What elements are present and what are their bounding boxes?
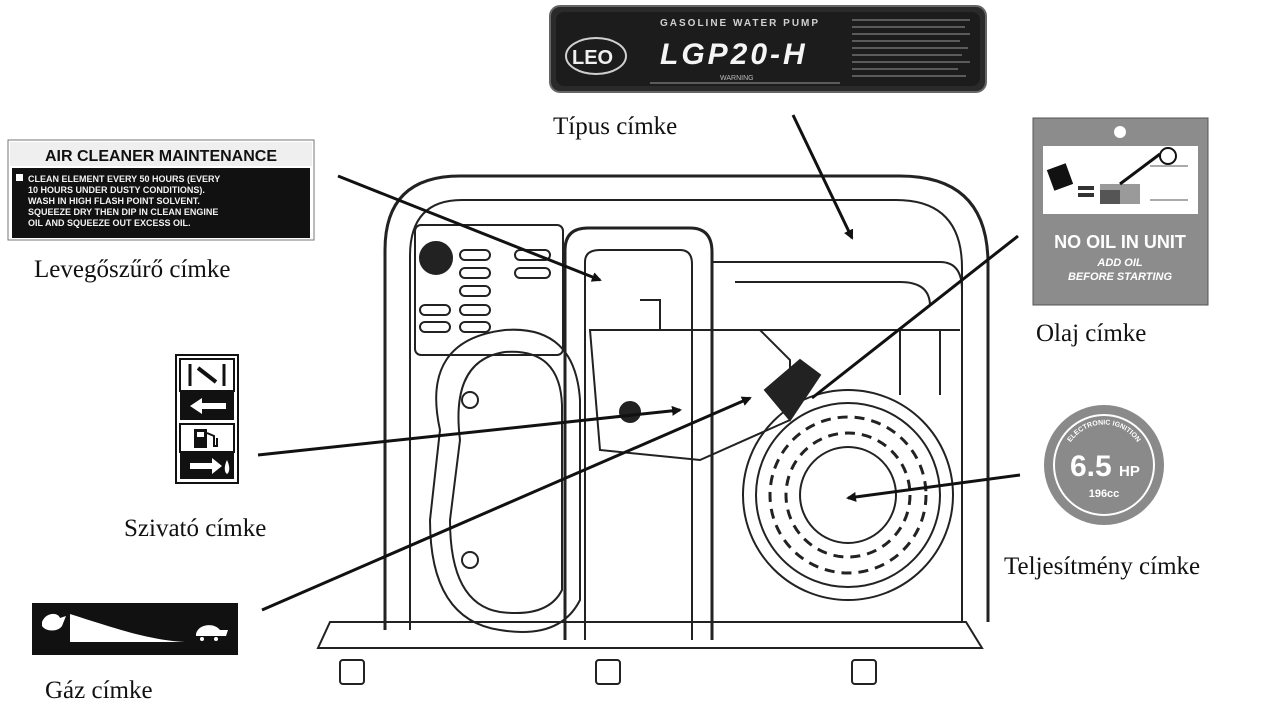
throttle-label — [32, 603, 238, 655]
power-value: 6.5 — [1070, 450, 1112, 483]
type-plate-heading: GASOLINE WATER PUMP — [660, 18, 820, 29]
type-plate-brand: LEO — [572, 47, 613, 69]
oil-label: NO OIL IN UNIT ADD OIL BEFORE STARTING — [1032, 117, 1209, 306]
bullet-square-icon — [16, 174, 23, 181]
oil-can-icon — [1046, 163, 1094, 197]
power-label: ELECTRONIC IGNITION 6.5 HP 196cc — [1044, 405, 1164, 525]
choke-label — [175, 354, 239, 484]
arrow-oil — [811, 234, 1019, 400]
arrow-power — [846, 473, 1021, 502]
caption-tipus: Típus címke — [553, 113, 678, 140]
air-cleaner-line-2: 10 HOURS UNDER DUSTY CONDITIONS). — [28, 185, 205, 195]
type-plate-fine-print — [650, 19, 970, 84]
fuel-drop-icon — [224, 460, 230, 474]
dipstick-icon — [1100, 147, 1188, 204]
air-cleaner-title: AIR CLEANER MAINTENANCE — [45, 148, 277, 165]
rabbit-fast-icon — [42, 613, 66, 631]
air-cleaner-line-5: OIL AND SQUEEZE OUT EXCESS OIL. — [28, 218, 191, 228]
arrow-right-icon — [190, 458, 222, 474]
oil-label-line-1: ADD OIL — [1096, 257, 1143, 269]
air-cleaner-label: AIR CLEANER MAINTENANCE CLEAN ELEMENT EV… — [7, 139, 315, 241]
type-plate-warning: WARNING — [720, 75, 754, 82]
arrow-left-icon — [190, 398, 226, 414]
oil-label-line-2: BEFORE STARTING — [1068, 271, 1173, 283]
oil-label-headline: NO OIL IN UNIT — [1054, 232, 1186, 252]
brand-swoosh-icon — [565, 37, 627, 75]
air-cleaner-line-4: SQUEEZE DRY THEN DIP IN CLEAN ENGINE — [28, 207, 218, 217]
caption-gaz: Gáz címke — [45, 677, 153, 704]
air-cleaner-line-1: CLEAN ELEMENT EVERY 50 HOURS (EVERY — [28, 174, 220, 184]
fuel-pump-icon — [194, 429, 218, 448]
type-plate: LEO GASOLINE WATER PUMP LGP20-H WARNING — [549, 5, 987, 93]
turtle-slow-icon — [196, 625, 228, 636]
power-unit: HP — [1119, 463, 1140, 480]
arrow-throttle — [261, 396, 752, 612]
air-cleaner-line-3: WASH IN HIGH FLASH POINT SOLVENT. — [28, 196, 200, 206]
leader-lines — [257, 114, 1021, 612]
arrow-choke — [257, 405, 682, 457]
hang-hole-icon — [1114, 126, 1126, 138]
power-displacement: 196cc — [1089, 488, 1120, 500]
caption-teljesitmeny: Teljesítmény címke — [1004, 553, 1201, 580]
arrow-air-cleaner — [337, 174, 602, 282]
type-plate-model: LGP20-H — [660, 38, 808, 71]
arrow-type-plate — [791, 114, 854, 240]
caption-olaj: Olaj címke — [1036, 320, 1147, 347]
choke-closed-icon — [188, 364, 226, 386]
pump-illustration — [316, 174, 990, 685]
caption-szivato: Szivató címke — [124, 515, 267, 542]
caption-levegoszuro: Levegőszűrő címke — [34, 256, 231, 283]
